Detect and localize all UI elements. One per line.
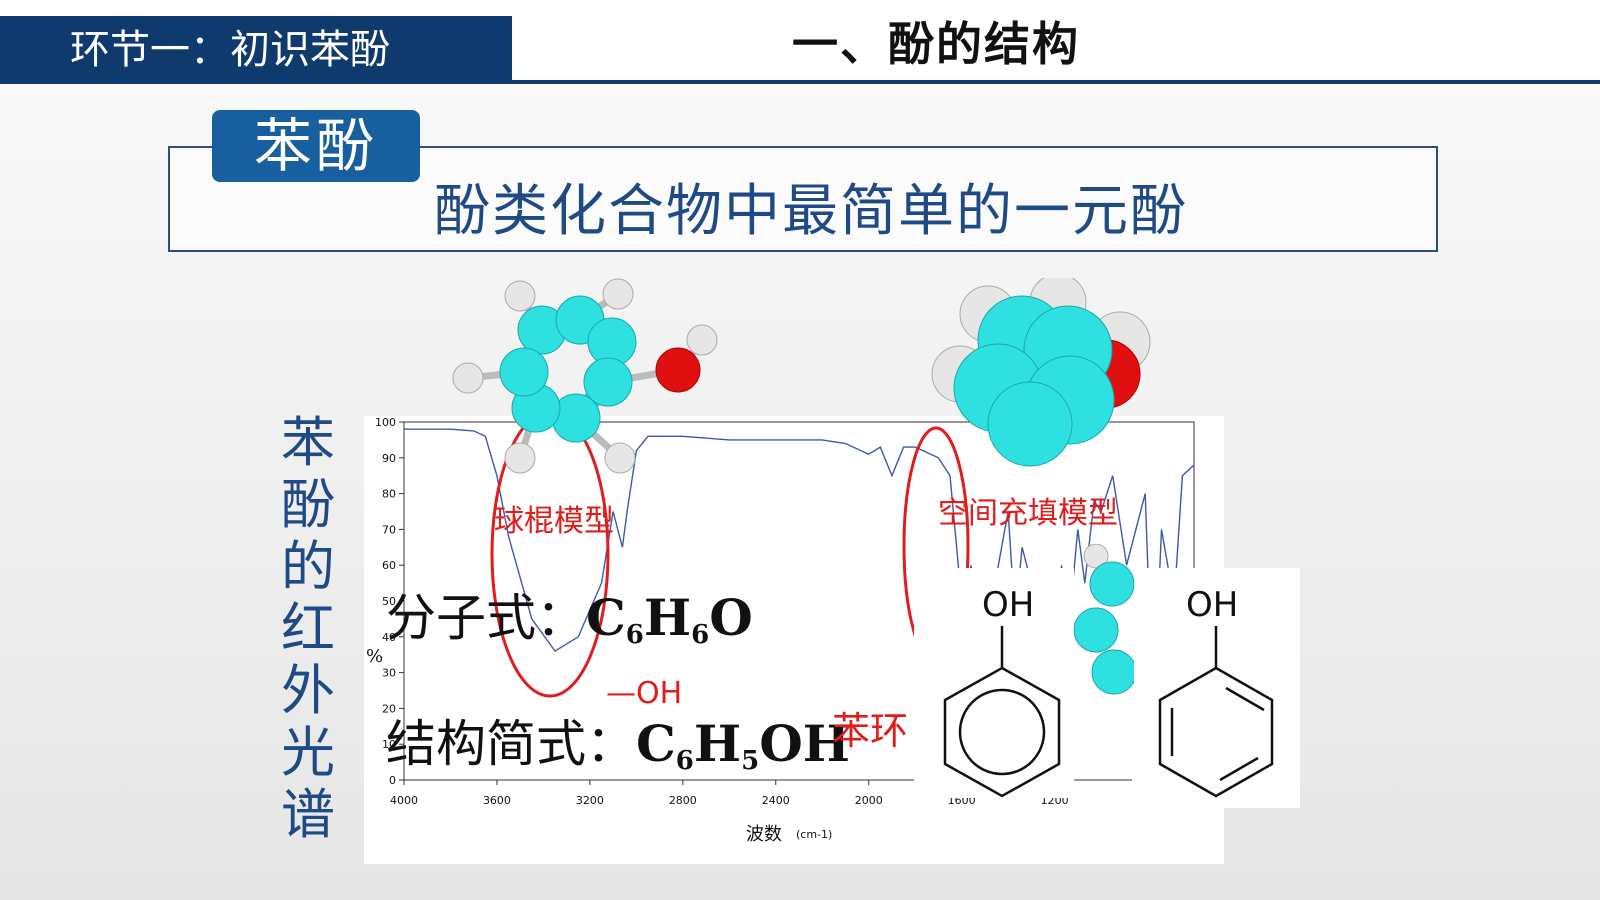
x-tick-label: 2400 bbox=[762, 794, 790, 807]
mf-h-count: 6 bbox=[691, 620, 710, 650]
benzene-ring-label: 苯环 bbox=[832, 709, 909, 753]
x-tick-label: 3600 bbox=[483, 794, 511, 807]
x-tick-label: 2800 bbox=[669, 794, 697, 807]
y-tick-label: 30 bbox=[382, 667, 396, 680]
x-tick-label: 3200 bbox=[576, 794, 604, 807]
oh2-label: OH bbox=[1186, 585, 1238, 625]
y-tick-label: 90 bbox=[382, 452, 396, 465]
oh-group-label: —OH bbox=[606, 676, 683, 711]
space-filling-label: 空间充填模型 bbox=[938, 496, 1118, 531]
x-axis-unit: (cm-1) bbox=[796, 828, 832, 841]
sf-h: H bbox=[693, 714, 742, 773]
y-tick-label: 10 bbox=[382, 738, 396, 751]
phenol-badge: 苯酚 bbox=[212, 110, 420, 182]
mf-c: C bbox=[586, 588, 626, 647]
y-tick-label: 100 bbox=[375, 416, 396, 429]
molecular-formula: 分子式：C6H6O bbox=[386, 578, 753, 650]
structural-formula-label: 结构简式： bbox=[386, 715, 636, 773]
y-tick-label: 40 bbox=[382, 631, 396, 644]
x-tick-label: 2000 bbox=[855, 794, 883, 807]
y-axis-title: % bbox=[366, 646, 383, 667]
mf-h: H bbox=[643, 588, 692, 647]
y-tick-label: 70 bbox=[382, 523, 396, 536]
ball-stick-model bbox=[452, 278, 718, 474]
sf-oh: OH bbox=[759, 714, 851, 773]
oh1-label: OH bbox=[982, 585, 1034, 625]
structure-panel-left: OH bbox=[914, 568, 1074, 798]
mf-o: O bbox=[709, 588, 753, 647]
header-bar: 环节一：初识苯酚 一、酚的结构 bbox=[0, 0, 1600, 84]
section-tab: 环节一：初识苯酚 bbox=[0, 16, 512, 84]
slide-title: 一、酚的结构 bbox=[792, 17, 1080, 71]
structure-panel-right: OH bbox=[1132, 568, 1300, 808]
sf-c-count: 6 bbox=[675, 746, 694, 776]
header-underline bbox=[512, 80, 1600, 84]
x-axis-title: 波数 bbox=[746, 824, 782, 845]
mf-c-count: 6 bbox=[625, 620, 644, 650]
ir-spectrum-side-label: 苯酚的红外光谱 bbox=[281, 411, 335, 846]
oh-peak-ellipse bbox=[490, 416, 610, 698]
phenol-kekule-structure: OH bbox=[1158, 585, 1274, 798]
y-tick-label: 0 bbox=[389, 774, 396, 787]
y-tick-label: 20 bbox=[382, 702, 396, 715]
definition-text: 酚类化合物中最简单的一元酚 bbox=[434, 179, 1188, 244]
space-filling-model bbox=[931, 278, 1151, 467]
ball-stick-label: 球棍模型 bbox=[494, 504, 614, 539]
phenol-circle-ring-structure: OH bbox=[943, 585, 1061, 798]
y-tick-label: 60 bbox=[382, 559, 396, 572]
x-tick-label: 4000 bbox=[390, 794, 418, 807]
molecular-formula-label: 分子式： bbox=[386, 589, 586, 647]
sf-c: C bbox=[636, 714, 676, 773]
sf-h-count: 5 bbox=[741, 746, 760, 776]
y-tick-label: 50 bbox=[382, 595, 396, 608]
y-tick-label: 80 bbox=[382, 488, 396, 501]
molecule-fragment bbox=[1074, 544, 1134, 695]
structural-formula: 结构简式：C6H5OH bbox=[386, 704, 850, 776]
